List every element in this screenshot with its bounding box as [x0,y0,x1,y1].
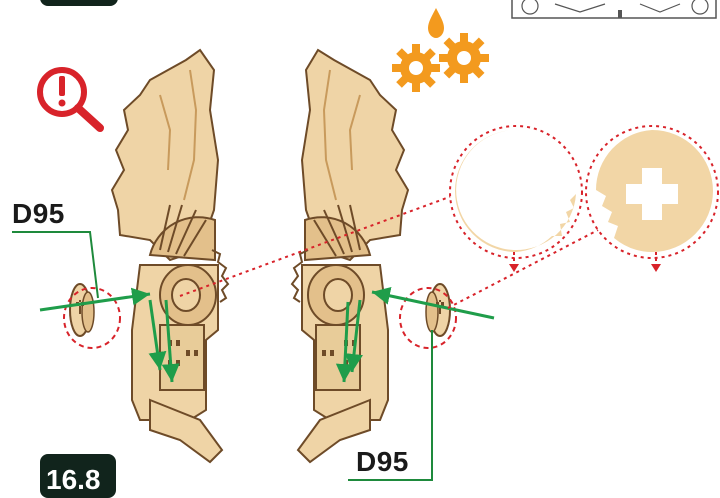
magnifier-exclamation-icon [40,70,100,128]
reference-thumbnail [512,0,716,18]
left-wing-assembly [12,50,228,462]
step-number: 16.8 [46,464,101,496]
part-label-left: D95 [12,198,65,230]
assembly-diagram: D95 D95 16.8 [0,0,720,484]
part-label-right: D95 [356,446,409,478]
oil-drop-gears-icon [392,8,489,92]
diagram-art [0,0,720,484]
zoom-detail-2 [586,126,718,272]
right-wing-assembly [292,50,494,480]
step-badge: 16.8 [40,454,116,498]
zoom-detail-1 [450,126,582,272]
